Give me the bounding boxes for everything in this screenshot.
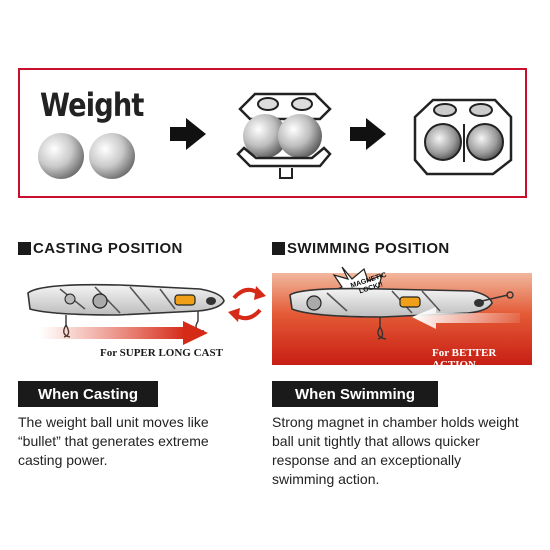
casting-caption: For SUPER LONG CAST xyxy=(100,347,223,359)
swimming-illustration: MAGNETIC LOCK!! For BETTER ACTION xyxy=(272,265,532,371)
weight-balls-icon xyxy=(38,133,135,179)
description-line: “bullet” that generates extreme xyxy=(18,433,209,449)
swimming-lure-graphic xyxy=(272,266,532,365)
swimming-position-heading: SWIMMING POSITION xyxy=(272,240,450,257)
square-bullet-icon xyxy=(18,242,31,255)
arrow-right-icon xyxy=(350,118,386,150)
arrow-right-icon xyxy=(170,118,206,150)
ball-holder-open-icon xyxy=(236,92,332,179)
description-line: Strong magnet in chamber holds weight xyxy=(272,414,519,430)
square-bullet-icon xyxy=(272,242,285,255)
description-line: swimming action. xyxy=(272,471,380,487)
when-casting-badge: When Casting xyxy=(18,381,158,407)
weight-unit-diagram-box: Weight xyxy=(18,68,527,198)
when-swimming-badge: When Swimming xyxy=(272,381,438,407)
casting-lure-graphic xyxy=(0,283,225,345)
swimming-caption: For BETTER ACTION xyxy=(432,347,497,371)
ball-holder-closed-icon xyxy=(413,98,513,176)
weight-label: Weight xyxy=(40,86,144,124)
casting-description: The weight ball unit moves like “bullet”… xyxy=(18,413,258,470)
cycle-arrows-icon xyxy=(228,286,266,322)
description-line: The weight ball unit moves like xyxy=(18,414,209,430)
swimming-description: Strong magnet in chamber holds weight ba… xyxy=(272,413,542,489)
casting-position-heading: CASTING POSITION xyxy=(18,240,183,257)
description-line: response and an exceptionally xyxy=(272,452,462,468)
description-line: casting power. xyxy=(18,452,108,468)
description-line: ball unit tightly that allows quicker xyxy=(272,433,480,449)
casting-illustration: For SUPER LONG CAST xyxy=(0,265,268,365)
